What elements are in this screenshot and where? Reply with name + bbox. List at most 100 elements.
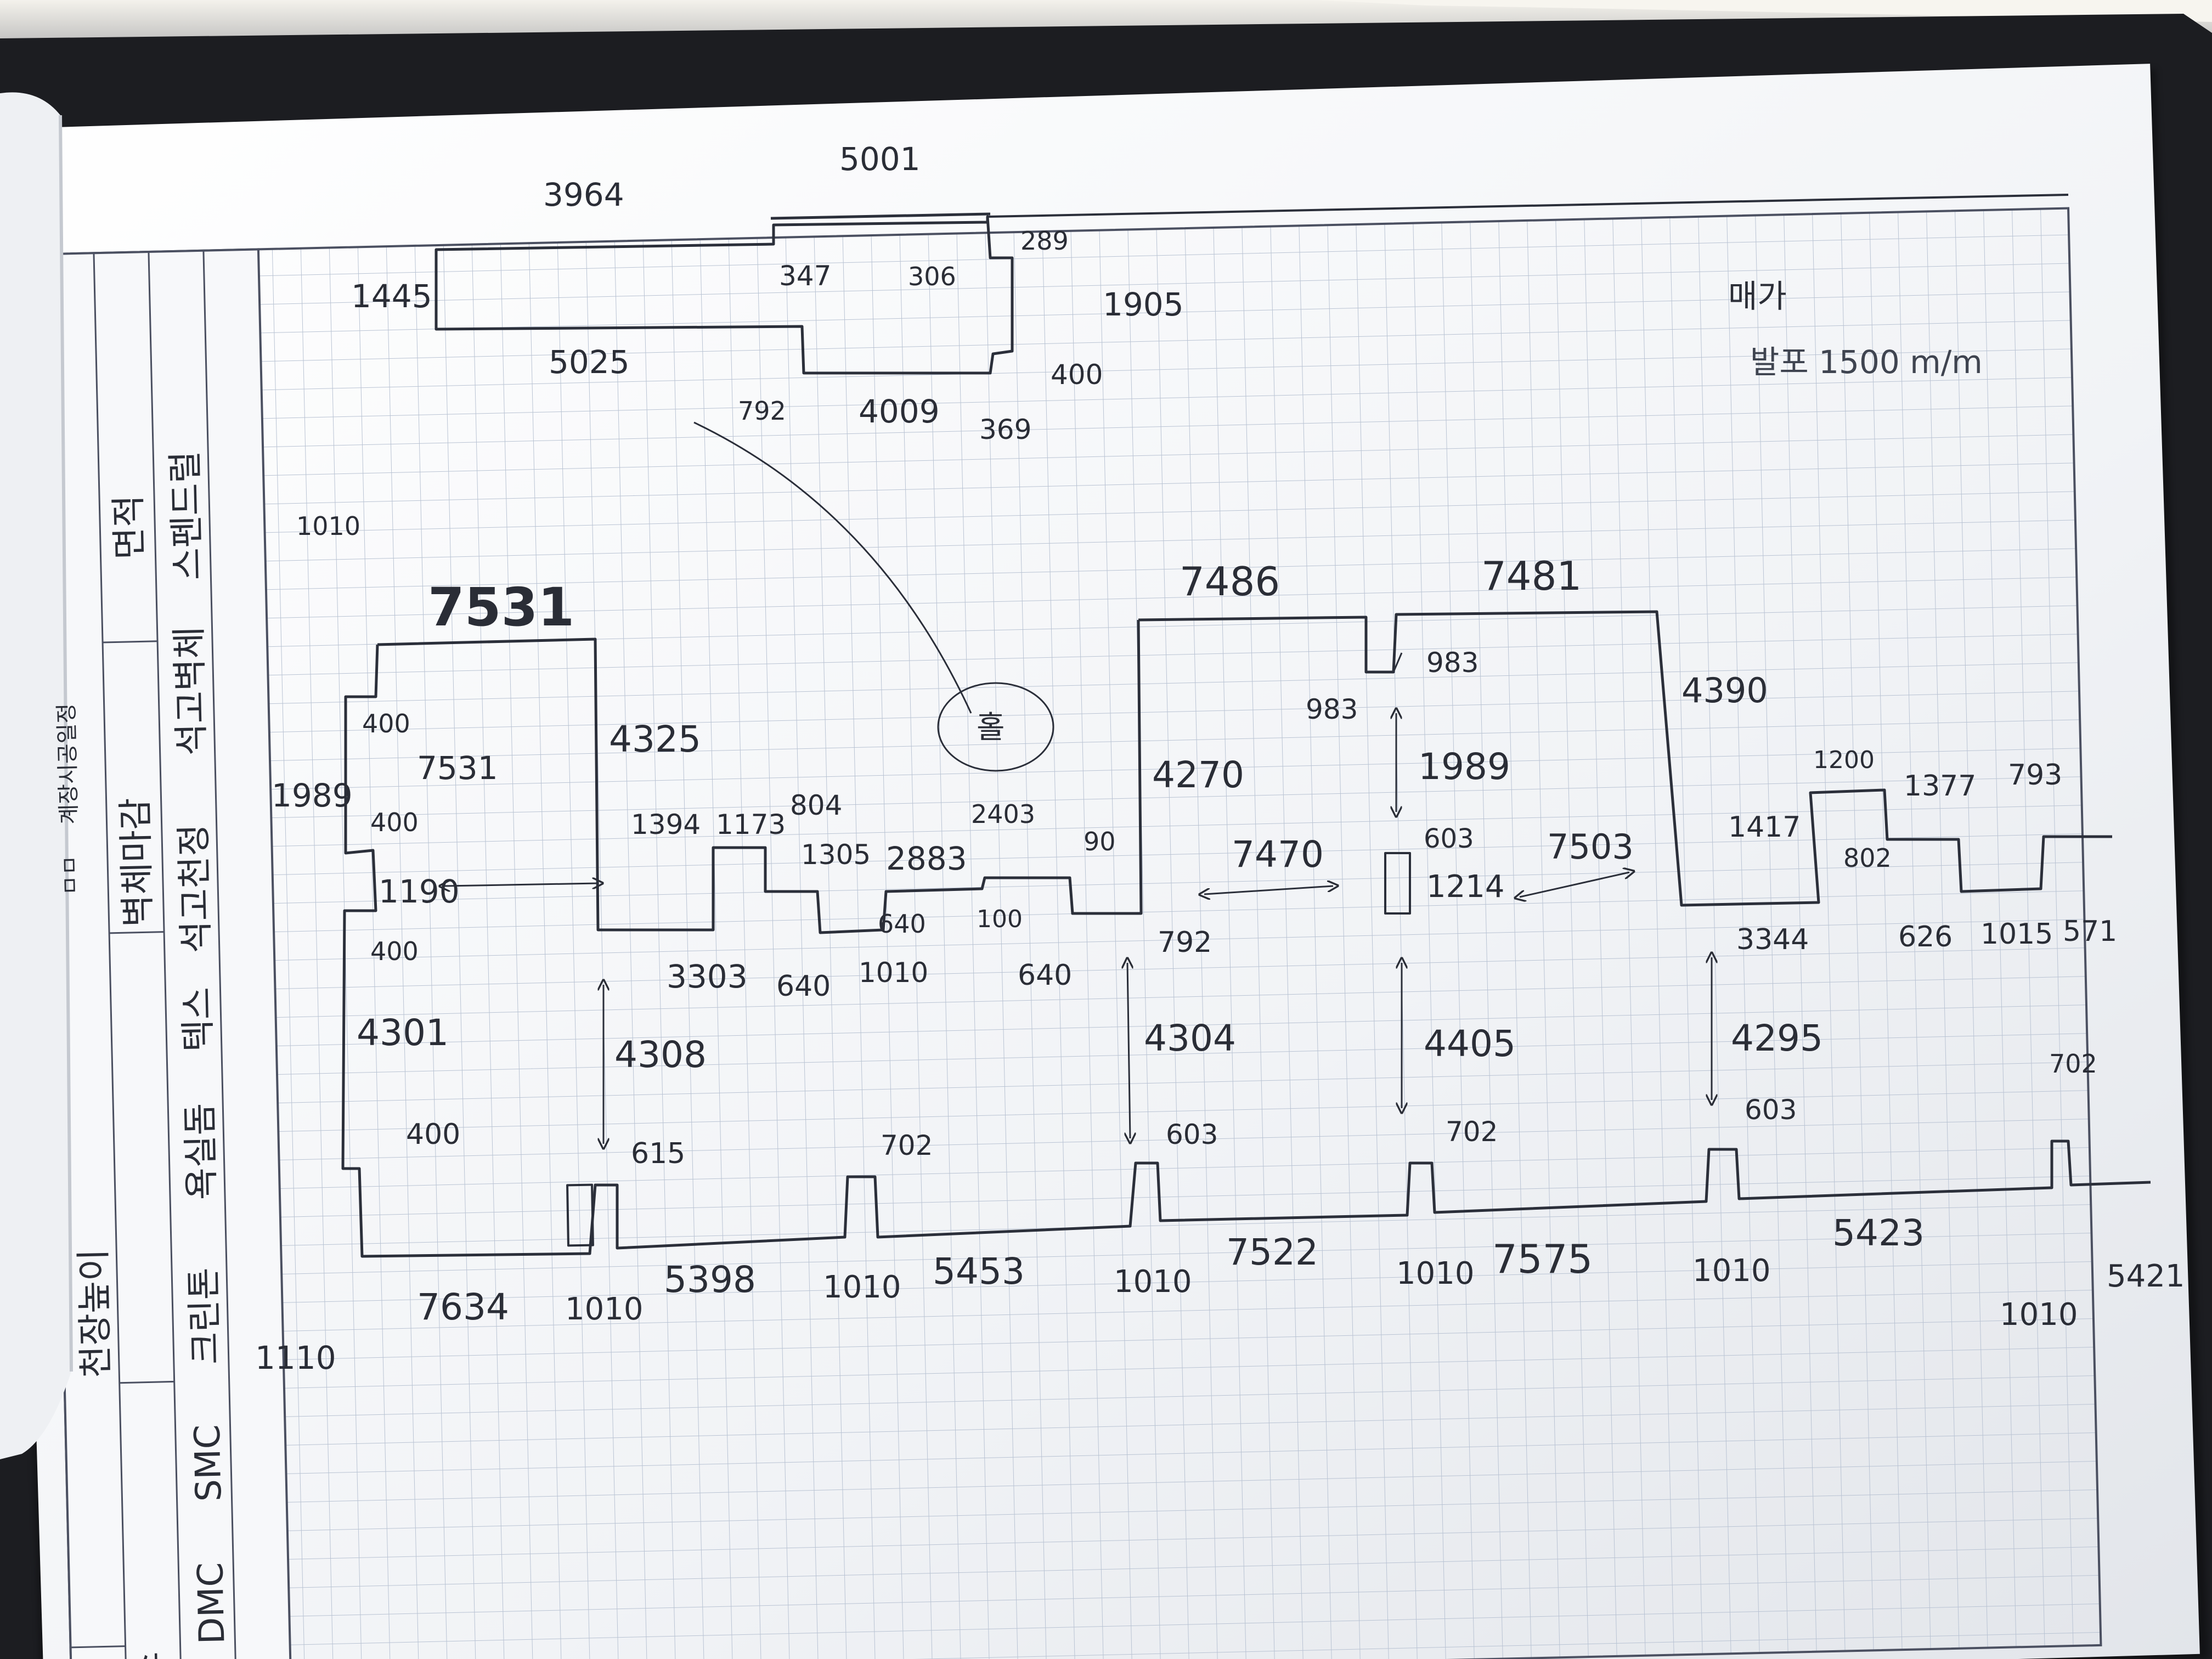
sidebar-wall-finish: 벽체마감: [116, 797, 159, 927]
paper-sheet: [0, 64, 2209, 1659]
floor-plan: [341, 194, 2151, 1258]
sidebar-row-dmc: DMC: [190, 1562, 233, 1645]
dim-left-room-1: 1010: [296, 511, 360, 541]
dim-right-room-3: 983: [1426, 647, 1479, 679]
top-room-outline: [435, 215, 1014, 375]
dim-right-room-14: 793: [2008, 759, 2062, 792]
dim-top-room-3: 1445: [351, 278, 432, 315]
dim-bottom-16: 1010: [2000, 1297, 2078, 1333]
dim-right-room-10: 1214: [1426, 869, 1505, 905]
dim-right-room-19: 1015: [1980, 918, 2053, 951]
sidebar-labels: DMC SMC 크린톤 욕실돔 텍스 석고천정 석고벽체 스펜드럴 면적 벽체마…: [54, 450, 233, 1659]
dim-right-room-1: 7486: [1180, 558, 1280, 605]
dim-middle-room-6: 2403: [971, 799, 1035, 829]
dim-top-room-10: 792: [738, 396, 786, 426]
dim-height-3: 4295: [1731, 1017, 1823, 1059]
dim-bottom-17: 5421: [2107, 1259, 2185, 1294]
glare-streak: [0, 0, 2212, 22]
top-room-dim-line: [770, 212, 991, 220]
dim-top-room-4: 5025: [549, 343, 630, 381]
dim-right-room-11: 7503: [1547, 827, 1634, 867]
sidebar-row-gypsum-ceiling: 석고천정: [174, 823, 217, 953]
hall-label: 홀: [977, 710, 1005, 746]
arrow-right-room-width-2: [1520, 872, 1629, 897]
dim-bottom-11: 1010: [1396, 1256, 1475, 1291]
dim-left-room-13: 615: [631, 1137, 685, 1170]
dim-left-room-4: 1989: [272, 777, 353, 814]
dim-left-room-5: 400: [370, 808, 419, 837]
dim-middle-room-13: 640: [1018, 959, 1072, 992]
page-curl-edge: [59, 115, 73, 1372]
notes: 매가 발포 1500 m/m: [1728, 278, 1983, 381]
note-price: 매가: [1728, 278, 1787, 315]
dim-right-room-2: 7481: [1481, 553, 1582, 599]
dim-right-room-5: 4270: [1152, 754, 1244, 796]
right-room-outline: [1138, 610, 2112, 907]
dim-middle-room-7: 90: [1084, 827, 1116, 856]
dim-top-room-11: 4009: [859, 393, 940, 430]
hall-circle: [937, 682, 1054, 772]
dim-top-room-2: 5001: [839, 140, 921, 178]
dim-right-room-16: 802: [1843, 843, 1892, 873]
dimension-labels: 3964 5001 1445 5025 347 306 289 1905 400…: [255, 140, 2185, 1376]
sidebar-schedule: 계장시공일정: [54, 703, 82, 825]
dim-right-room-20: 571: [2063, 915, 2117, 948]
dim-left-room-11: 400: [406, 1118, 460, 1151]
sidebar-row-bathroom-dome: 욕실돔: [180, 1103, 223, 1200]
dim-right-room-13: 1377: [1904, 770, 1976, 803]
dim-bottom-6: 5398: [664, 1259, 756, 1301]
dim-middle-room-1: 1394: [631, 809, 701, 840]
dim-left-room-6: 7531: [417, 749, 498, 787]
sidebar-row-smc: SMC: [187, 1424, 229, 1502]
sidebar-row-cleantone: 크린톤: [184, 1267, 227, 1365]
dim-top-room-1: 3964: [543, 176, 624, 213]
dim-right-room-9: 603: [1424, 823, 1474, 854]
dim-bottom-2: 702: [1446, 1116, 1498, 1148]
sidebar-partial-bottom: 소: [127, 1651, 168, 1659]
dim-left-room-2: 7531: [428, 577, 574, 638]
sidebar-row-gypsum-wall: 석고벽체: [169, 626, 212, 756]
dim-right-room-18: 626: [1898, 921, 1953, 953]
arrow-left-room-width: [444, 883, 598, 886]
hall-leader: [693, 421, 972, 714]
dim-top-room-5: 347: [779, 260, 831, 292]
left-room-outline: [377, 619, 1143, 934]
dim-bottom-7: 1010: [823, 1269, 901, 1305]
dim-left-room-9: 4325: [609, 718, 701, 760]
dim-top-room-7: 289: [1020, 226, 1069, 256]
dim-middle-room-14: 792: [1158, 926, 1212, 959]
sidebar-row-tex: 텍스: [177, 987, 219, 1052]
sidebar-partial-top: ㅁㅁ: [58, 855, 84, 896]
arrow-height-middle: [1127, 963, 1130, 1138]
small-box-2: [566, 1183, 594, 1247]
small-box-1: [1384, 852, 1411, 915]
dim-bottom-4: 702: [881, 1130, 933, 1161]
dim-top-room-9: 400: [1051, 359, 1103, 391]
top-room-top-line: [987, 194, 2069, 218]
dim-middle-room-4: 1305: [801, 839, 871, 871]
dim-height-1: 4304: [1144, 1017, 1236, 1059]
dim-right-room-4: 983: [1306, 693, 1358, 725]
dim-right-room-7: 4390: [1681, 670, 1768, 710]
dim-height-2: 4405: [1424, 1023, 1516, 1065]
note-spec: 발포 1500 m/m: [1750, 343, 1983, 381]
dim-middle-room-12: 100: [977, 905, 1023, 933]
dim-bottom-13: 1010: [1692, 1253, 1771, 1289]
dim-bottom-12: 7575: [1492, 1236, 1593, 1282]
dim-bottom-1: 603: [1166, 1119, 1218, 1150]
right-step: [1392, 652, 1403, 673]
dim-bottom-9: 1010: [1114, 1264, 1192, 1300]
dimension-arrows: [444, 713, 1712, 1144]
dim-right-room-6: 1989: [1418, 746, 1510, 788]
dim-left-room-14: 1110: [255, 1339, 336, 1376]
dim-left-room-12: 4308: [614, 1034, 707, 1076]
dim-bottom-14: 5423: [1832, 1212, 1925, 1254]
dim-left-room-3: 400: [362, 709, 410, 738]
dim-middle-room-9: 640: [776, 970, 831, 1003]
sidebar-row-spandrel: 스펜드럴: [165, 450, 208, 580]
dim-right-room-15: 1417: [1728, 811, 1801, 844]
dim-left-room-8: 400: [370, 936, 419, 966]
arrow-right-room-width-1: [1204, 886, 1333, 894]
dim-left-room-15: 7634: [417, 1286, 509, 1328]
